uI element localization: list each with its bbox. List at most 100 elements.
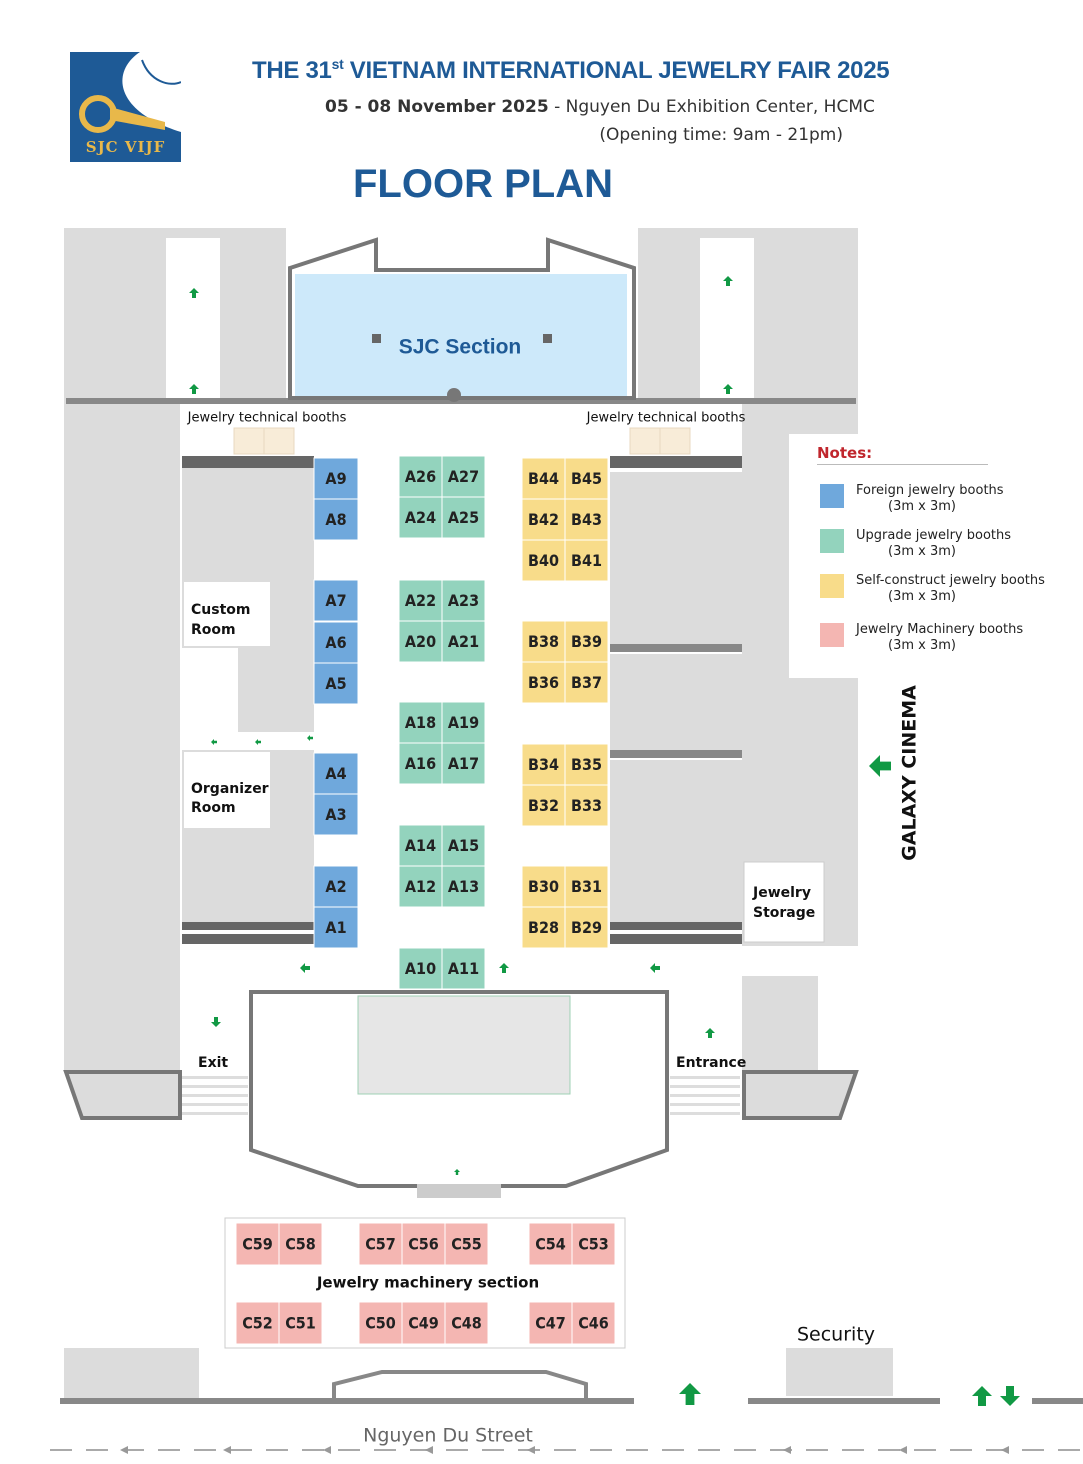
organizer-room-box [184, 752, 270, 828]
street-arrow-up-icon [679, 1383, 701, 1405]
booth-a24: A24 [398, 496, 443, 539]
top-wall-line [66, 398, 856, 404]
booth-label: A5 [325, 674, 346, 693]
legend-label-machinery: Jewelry Machinery booths [856, 622, 1024, 637]
security-label: Security [797, 1324, 875, 1346]
booth-label: B30 [528, 877, 559, 896]
left-hall-block-2 [238, 648, 314, 732]
booth-label: C57 [365, 1235, 396, 1254]
booth-label: C46 [578, 1314, 609, 1333]
booth-label: A3 [325, 805, 346, 824]
booth-label: A6 [325, 633, 346, 652]
top-right-corridor [700, 238, 754, 398]
booth-cell [441, 865, 486, 908]
booth-label: A24 [405, 508, 436, 527]
booth-a10: A10 [398, 947, 443, 990]
booth-a22: A22 [398, 579, 443, 622]
entrance-hall-centre [357, 995, 571, 1095]
booth-label: C50 [365, 1314, 396, 1333]
left-wall-stripe [182, 456, 314, 468]
booth-cell [401, 1301, 446, 1345]
booth-c58: C58 [278, 1222, 323, 1266]
street-flow-arrow-icon [527, 1446, 535, 1454]
legend-size-upgrade: (3m x 3m) [888, 544, 956, 559]
booth-cell [313, 457, 359, 500]
arrow-up-icon [705, 1028, 715, 1038]
sjc-section-area [295, 274, 627, 396]
booth-label: A17 [448, 754, 479, 773]
notes-title: Notes: [817, 444, 873, 462]
booth-cell [398, 496, 443, 539]
booth-label: A2 [325, 877, 346, 896]
booth-cell [564, 743, 609, 786]
booth-label: C47 [535, 1314, 566, 1333]
booth-b32: B32 [521, 784, 566, 827]
booth-cell [358, 1222, 403, 1266]
street-wall-mid [748, 1398, 940, 1404]
booth-b35: B35 [564, 743, 609, 786]
jewelry-storage-box [743, 861, 825, 943]
machinery-section-label: Jewelry machinery section [316, 1274, 539, 1292]
booth-b43: B43 [564, 498, 609, 541]
booth-cell [398, 947, 443, 990]
booth-label: A23 [448, 591, 479, 610]
booth-b40: B40 [521, 539, 566, 582]
arrow-down-icon [211, 1017, 221, 1027]
booth-b34: B34 [521, 743, 566, 786]
booth-cell [313, 906, 359, 949]
booth-a15: A15 [441, 824, 486, 867]
booth-a20: A20 [398, 620, 443, 663]
booth-c57: C57 [358, 1222, 403, 1266]
booth-label: A14 [405, 836, 436, 855]
title-part1: THE 31 [252, 57, 332, 84]
booth-cell [235, 1222, 280, 1266]
booth-c51: C51 [278, 1301, 323, 1345]
tech-booth-tile [629, 427, 661, 455]
booth-label: B37 [571, 673, 602, 692]
booth-label: A19 [448, 713, 479, 732]
booth-a8: A8 [313, 498, 359, 541]
booth-a7: A7 [313, 579, 359, 622]
street-flow-arrow-icon [1001, 1446, 1009, 1454]
booth-label: B28 [528, 918, 559, 937]
booth-cell [521, 865, 566, 908]
booth-c53: C53 [571, 1222, 616, 1266]
booth-a9: A9 [313, 457, 359, 500]
booth-cell [564, 661, 609, 704]
street-flow-arrow-icon [783, 1446, 791, 1454]
booth-b28: B28 [521, 906, 566, 949]
booth-cell [313, 662, 359, 705]
booth-cell [528, 1222, 573, 1266]
booth-label: B41 [571, 551, 602, 570]
booth-cell [313, 498, 359, 541]
tech-booths-right-label: Jewelry technical booths [586, 411, 746, 426]
entrance-stair-step [670, 1103, 740, 1106]
booth-label: A22 [405, 591, 436, 610]
booth-cell [441, 579, 486, 622]
street-flow-arrow-icon [120, 1446, 128, 1454]
gate-outline [332, 1370, 588, 1398]
booth-b30: B30 [521, 865, 566, 908]
booth-cell [571, 1222, 616, 1266]
booth-label: A10 [405, 959, 436, 978]
booth-b33: B33 [564, 784, 609, 827]
street-flow-arrow-icon [425, 1446, 433, 1454]
booth-label: B29 [571, 918, 602, 937]
booth-cell [571, 1301, 616, 1345]
booth-a11: A11 [441, 947, 486, 990]
booth-cell [521, 620, 566, 663]
tech-booth-tile [659, 427, 691, 455]
booth-cell [313, 865, 359, 908]
tech-booth-tile [233, 427, 265, 455]
left-wall-stripe [182, 934, 314, 944]
booth-a19: A19 [441, 701, 486, 744]
street-flow-arrow-icon [323, 1446, 331, 1454]
jewelry-storage-label: Storage [753, 905, 815, 921]
fair-date-venue: 05 - 08 November 2025 - Nguyen Du Exhibi… [325, 97, 875, 117]
right-wall-stripe [610, 934, 742, 944]
booth-c52: C52 [235, 1301, 280, 1345]
right-wall-stripe [610, 750, 742, 758]
booth-label: C58 [285, 1235, 316, 1254]
custom-room-label: Room [191, 622, 236, 638]
vijf-logo: SJC VIJF [70, 52, 181, 162]
